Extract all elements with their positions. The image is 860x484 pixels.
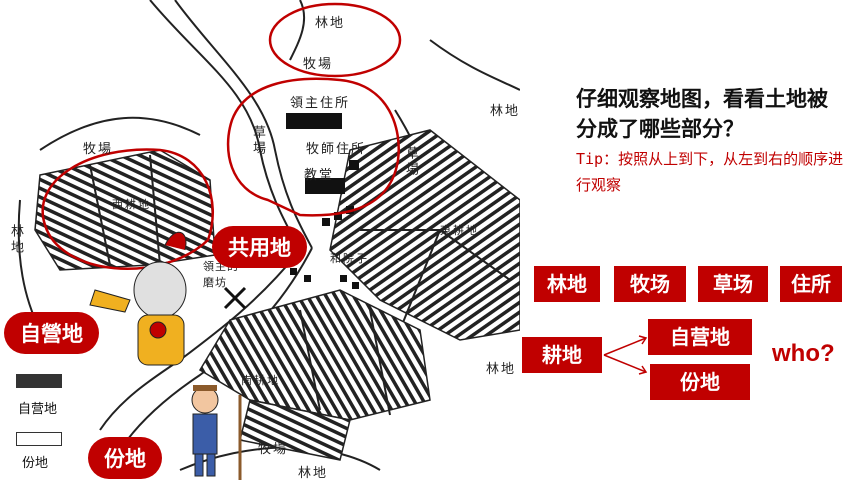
category-pasture: 牧场 [614,266,686,302]
legend-demesne-swatch [16,374,62,388]
label-pasture-top: 牧場 [303,57,334,72]
label-forest-left: 林地 [8,224,23,256]
category-forest: 林地 [534,266,600,302]
arable-tenant-box: 份地 [650,364,750,400]
label-village: 和院子 [330,252,369,265]
legend-tenant-label: 份地 [22,456,49,471]
knight-icon [89,232,187,366]
question-text: 仔细观察地图，看看土地被分成了哪些部分？ [576,87,828,141]
label-forest-mid-right: 林地 [486,362,517,377]
arable-demesne-box: 自营地 [648,319,752,355]
label-meadow-left: 草場 [250,125,265,157]
legend-tenant-swatch [16,432,62,446]
farmer-icon [191,385,242,480]
label-south-field: 南耕地 [241,374,280,387]
label-forest-bottom: 林地 [298,466,329,481]
label-priest-house: 牧師住所 [306,142,367,157]
manor-map [17,0,520,480]
tip-text: Tip：按照从上到下，从左到右的顺序进行观察 [576,150,844,194]
label-pasture-bottom: 牧場 [258,442,289,457]
label-west-field: 西耕地 [112,198,151,211]
label-forest-right: 林地 [490,104,521,119]
label-manor-house: 領主住所 [290,96,351,111]
label-pasture-left: 牧場 [83,142,114,157]
split-arrows [603,335,648,375]
callout-demesne: 自營地 [4,312,99,354]
label-meadow-right: 草場 [403,146,418,178]
label-church: 教堂 [304,168,335,183]
arable-box: 耕地 [522,337,602,373]
legend-demesne-label: 自营地 [18,402,58,417]
callout-common-land: 共用地 [212,226,307,268]
label-forest-top: 林地 [315,16,346,31]
label-east-field: 東耕地 [440,224,479,237]
category-meadow: 草场 [698,266,768,302]
callout-tenant-land: 份地 [88,437,162,479]
who-text: who? [772,340,835,367]
category-residence: 住所 [780,266,842,302]
